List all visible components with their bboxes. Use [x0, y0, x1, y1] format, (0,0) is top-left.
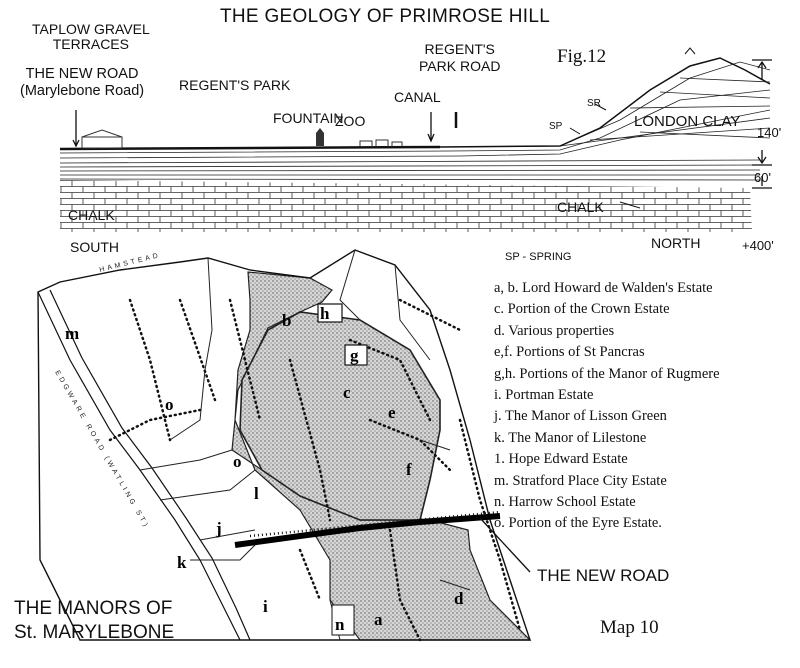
label-taplow-1: TAPLOW GRAVEL [32, 21, 150, 37]
height-140: 140' [757, 125, 782, 140]
label-new-road-map: THE NEW ROAD [537, 566, 670, 585]
label-zoo: ZOO [335, 113, 366, 129]
map-legend: a, b. Lord Howard de Walden's Estate c. … [494, 278, 794, 535]
legend-item: d. Various properties [494, 322, 615, 339]
label-taplow: TAPLOW GRAVEL TERRACES [32, 22, 150, 52]
label-rpr-1: REGENT'S [424, 41, 495, 57]
parcel-o-1: o [165, 395, 174, 414]
parcel-f: f [406, 460, 412, 479]
legend-item: o. Portion of the Eyre Estate. [494, 515, 662, 532]
label-south: SOUTH [70, 239, 119, 255]
parcel-h: h [320, 304, 330, 323]
legend-item: 1. Hope Edward Estate [494, 451, 628, 468]
height-60: 60' [754, 170, 771, 185]
label-fountain: FOUNTAIN [273, 110, 344, 126]
label-chalk-left: CHALK [68, 207, 115, 223]
parcel-i: i [263, 597, 268, 616]
label-sr: SR [587, 98, 601, 109]
legend-item: n. Harrow School Estate [494, 494, 636, 511]
parcel-c: c [343, 383, 351, 402]
parcel-l: l [254, 484, 259, 503]
legend-item: g,h. Portions of the Manor of Rugmere [494, 365, 720, 382]
parcel-k: k [177, 553, 187, 572]
parcel-d: d [454, 589, 464, 608]
legend-item: e,f. Portions of St Pancras [494, 344, 645, 361]
label-canal: CANAL [394, 89, 441, 105]
label-chalk-right: CHALK [557, 199, 604, 215]
road-label-hamstead: HAMSTEAD [99, 252, 162, 274]
label-london-clay: LONDON CLAY [634, 113, 741, 130]
parcel-j: j [215, 519, 222, 538]
label-regents-park-road: REGENT'S PARK ROAD [419, 41, 500, 75]
clay-strata [59, 61, 771, 181]
legend-item: k. The Manor of Lilestone [494, 429, 647, 446]
parcel-g: g [350, 346, 359, 365]
legend-item: m. Stratford Place City Estate [494, 472, 667, 489]
label-sp: SP [549, 121, 563, 132]
label-taplow-2: TERRACES [52, 36, 129, 52]
parcel-o-2: o [233, 452, 242, 471]
map-title-line-2: St. MARYLEBONE [14, 622, 175, 643]
label-regents-park: REGENT'S PARK [179, 77, 291, 93]
label-rpr-2: PARK ROAD [419, 58, 501, 74]
height-400: +400' [742, 238, 774, 253]
label-new-road-2: (Marylebone Road) [20, 83, 145, 99]
label-sp-spring: SP - SPRING [505, 251, 572, 263]
map-number: Map 10 [600, 617, 659, 638]
legend-item: i. Portman Estate [494, 387, 594, 404]
label-new-road-1: THE NEW ROAD [25, 66, 139, 82]
legend-item: j. The Manor of Lisson Green [494, 408, 667, 425]
figure-title: THE GEOLOGY OF PRIMROSE HILL [220, 6, 551, 27]
parcel-shaded [231, 271, 532, 641]
parcel-e: e [388, 403, 396, 422]
map-title-line-1: THE MANORS OF [14, 598, 173, 619]
legend-item: c. Portion of the Crown Estate [494, 301, 670, 318]
figure-number: Fig.12 [557, 46, 607, 67]
parcel-a: a [374, 610, 383, 629]
legend-item: a, b. Lord Howard de Walden's Estate [494, 280, 713, 296]
label-new-road-top: THE NEW ROAD (Marylebone Road) [20, 66, 144, 100]
label-north: NORTH [651, 235, 701, 251]
parcel-m: n [335, 615, 345, 634]
parcel-b: b [282, 311, 291, 330]
parcel-n: m [65, 324, 79, 343]
map-title: THE MANORS OF St. MARYLEBONE [14, 597, 174, 645]
